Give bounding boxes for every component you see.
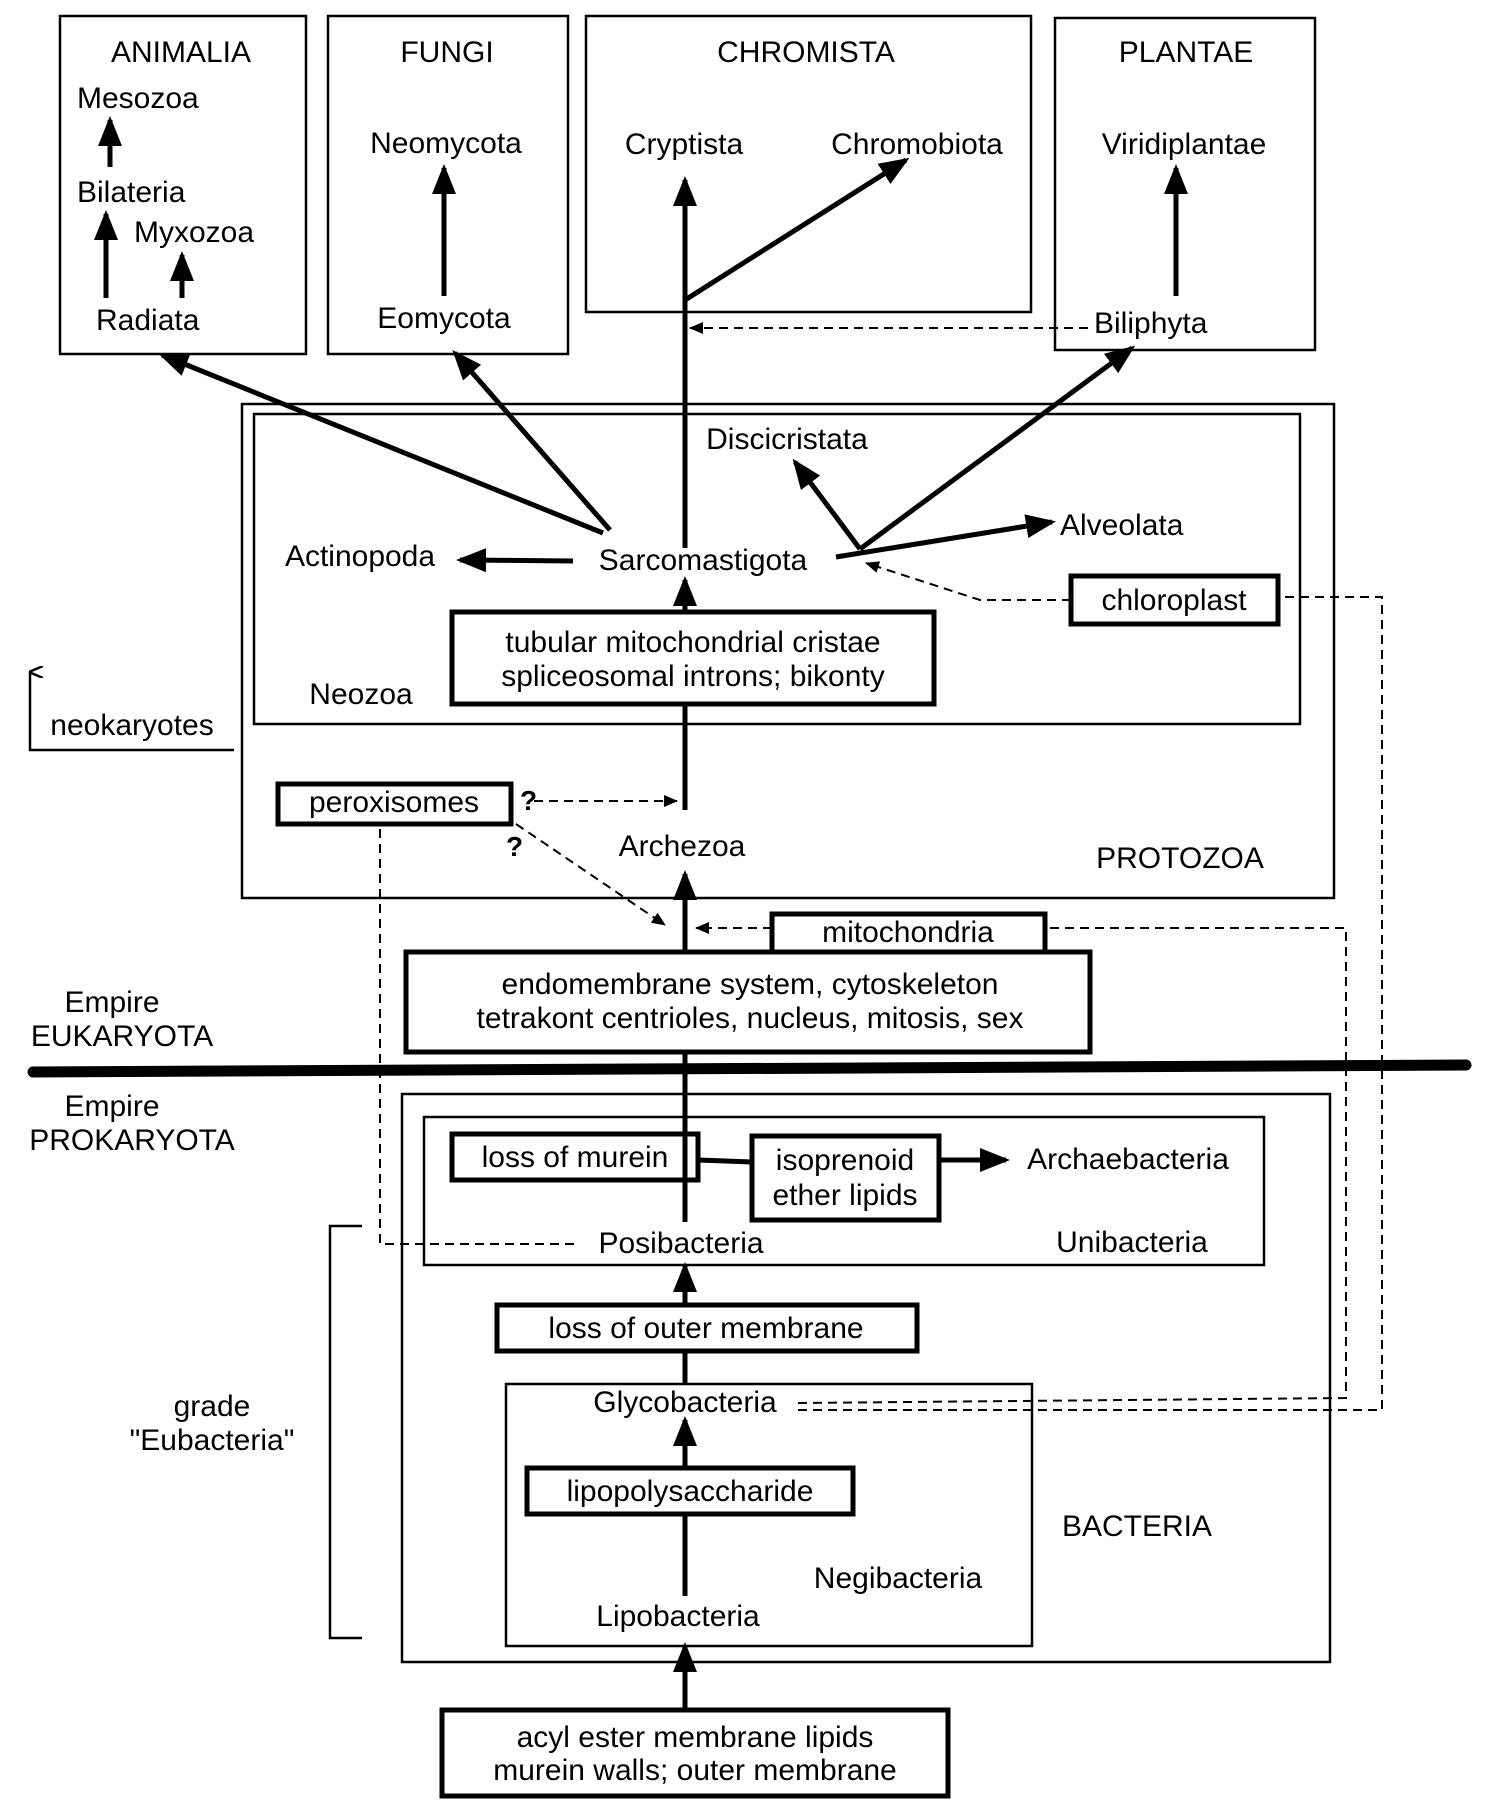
archezoa-label: Archezoa [619,830,746,863]
question-mark-1: ? [520,785,537,816]
lipopolysaccharide-label: lipopolysaccharide [567,1475,814,1508]
prokaryota-name-label: PROKARYOTA [29,1124,235,1157]
root-trait-line2: murein walls; outer membrane [493,1754,897,1787]
alveolata-label: Alveolata [1060,509,1184,542]
bacteria-box [504,1382,1034,1648]
neozoa-box [252,412,1302,726]
arrow-to-alveolata [835,514,1056,560]
plantae-box [1053,16,1317,352]
grade-label-line1: grade [174,1390,251,1423]
fungi-title: FUNGI [400,36,493,69]
dashed-posibacteria-to-peroxisomes [379,824,574,1245]
eomycota-label: Eomycota [377,302,511,335]
mitochondria-box [769,911,1048,955]
unibacteria-box [422,1115,1266,1267]
bilateria-label: Bilateria [77,176,186,209]
eubacteria-grade-bracket [328,1224,362,1640]
sarcomastigota-label: Sarcomastigota [599,544,808,577]
arrow-to-animalia [158,352,604,536]
arrow-to-discicristata [792,458,863,551]
prokaryota-outer-box [400,1092,1332,1664]
glycobacteria-label: Glycobacteria [593,1386,777,1419]
prokaryota-empire-label: Empire [64,1090,159,1123]
cryptista-label: Cryptista [625,128,744,161]
neokaryotes-label: neokaryotes [50,709,213,742]
myxozoa-label: Myxozoa [134,216,254,249]
grade-label-line2: "Eubacteria" [130,1424,295,1457]
connector-murein-isoprenoid [697,1157,753,1165]
empire-divider [27,1059,1472,1078]
discicristata-label: Discicristata [706,423,868,456]
arrow-to-plantae [858,345,1136,552]
chromista-box [584,14,1033,314]
loss-of-outer-membrane-box [494,1302,920,1354]
neozoa-label: Neozoa [309,678,413,711]
dashed-glycobacteria-to-mitochondria [797,927,1347,1404]
isoprenoid-box [749,1133,942,1223]
eukaryota-name-label: EUKARYOTA [31,1020,213,1053]
neozoa-trait-line2: spliceosomal introns; bikonty [501,660,885,693]
peroxisomes-box [275,781,514,827]
chromobiota-label: Chromobiota [831,128,1003,161]
neozoa-traits-box [449,609,937,707]
eukaryota-traits-box [403,949,1093,1055]
neokaryotes-bracket [28,672,234,752]
neomycota-label: Neomycota [370,127,522,160]
loss-of-murein-box [449,1131,701,1183]
unibacteria-label: Unibacteria [1056,1226,1208,1259]
isoprenoid-line1: isoprenoid [776,1144,914,1177]
arrow-chromista-chromobiota [683,157,910,303]
question-mark-2: ? [506,831,523,862]
root-traits-box [439,1707,951,1799]
protozoa-box [240,402,1336,900]
viridiplantae-label: Viridiplantae [1102,128,1267,161]
posibacteria-label: Posibacteria [598,1227,763,1260]
loss-of-murein-label: loss of murein [482,1141,669,1174]
mitochondria-label: mitochondria [822,916,994,949]
dashed-chloroplast-to-sarcomastigota [865,561,1071,601]
chromista-title: CHROMISTA [717,36,895,69]
biliphyta-label: Biliphyta [1094,307,1208,340]
negibacteria-label: Negibacteria [814,1562,983,1595]
eukaryota-trait-line1: endomembrane system, cytoskeleton [502,968,999,1001]
protozoa-title: PROTOZOA [1096,842,1264,875]
lipobacteria-label: Lipobacteria [596,1600,760,1633]
bacteria-title: BACTERIA [1062,1510,1212,1543]
isoprenoid-line2: ether lipids [772,1179,917,1212]
arrow-to-actinopoda [456,548,574,573]
chloroplast-label: chloroplast [1101,584,1247,617]
actinopoda-label: Actinopoda [285,540,435,573]
radiata-label: Radiata [96,304,200,337]
archaebacteria-label: Archaebacteria [1027,1143,1229,1176]
neozoa-trait-line1: tubular mitochondrial cristae [505,626,880,659]
mesozoa-label: Mesozoa [77,82,199,115]
eukaryota-trait-line2: tetrakont centrioles, nucleus, mitosis, … [477,1002,1024,1035]
arrow-to-fungi [452,349,612,532]
root-trait-line1: acyl ester membrane lipids [517,1721,874,1754]
plantae-title: PLANTAE [1119,36,1254,69]
dashed-peroxisomes-to-eukaryota [515,823,666,926]
loss-of-outer-membrane-label: loss of outer membrane [548,1312,863,1345]
lipopolysaccharide-box [524,1465,856,1517]
animalia-title: ANIMALIA [111,36,251,69]
eukaryota-empire-label: Empire [64,986,159,1019]
peroxisomes-label: peroxisomes [309,786,479,819]
fungi-box [326,14,570,356]
dashed-glycobacteria-to-chloroplast [798,596,1383,1411]
